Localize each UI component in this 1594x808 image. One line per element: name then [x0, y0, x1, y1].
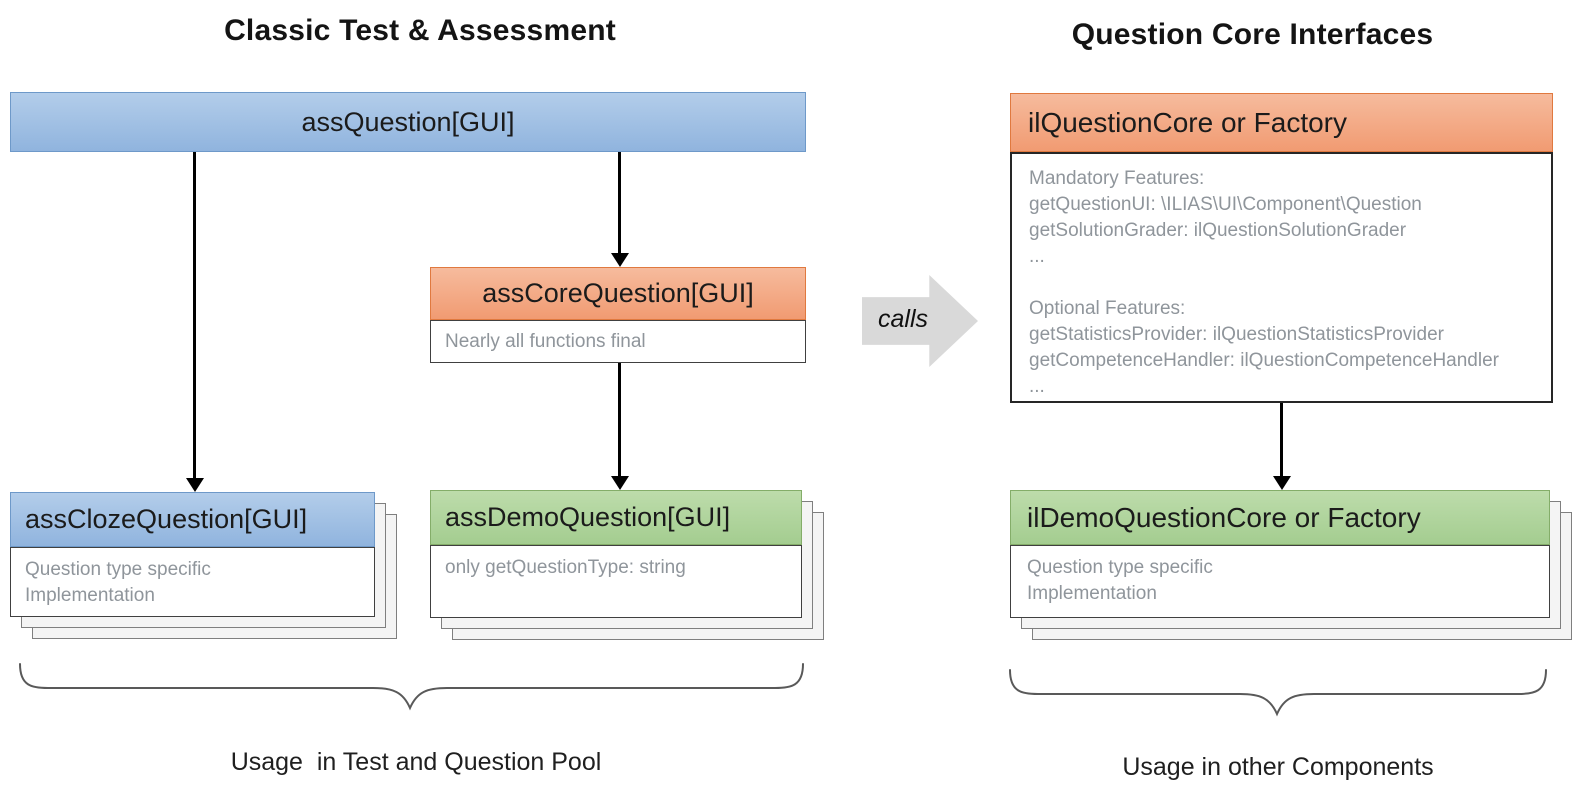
calls-label: calls: [877, 305, 928, 333]
ass-cloze-question-note-box: Question type specific Implementation: [10, 547, 375, 617]
left-usage-brace: [19, 663, 804, 711]
ass-core-question-header: assCoreQuestion[GUI]: [430, 267, 806, 320]
ass-cloze-note-line-1: Question type specific: [25, 559, 211, 580]
ass-demo-question-header: assDemoQuestion[GUI]: [430, 490, 802, 545]
ass-question-label: assQuestion[GUI]: [301, 106, 515, 137]
il-demo-question-core-note-box: Question type specific Implementation: [1010, 545, 1550, 618]
right-section-title: Question Core Interfaces: [1071, 18, 1434, 51]
optional-feature-2: getCompetenceHandler: ilQuestionCompeten…: [1029, 350, 1499, 371]
arrow-line-to-cloze: [193, 152, 196, 478]
il-demo-question-core-header: ilDemoQuestionCore or Factory: [1010, 490, 1550, 545]
features-gap: [1029, 270, 1534, 296]
optional-ellipsis: ...: [1029, 376, 1045, 397]
arrow-head-to-core: [611, 253, 629, 267]
left-usage-label: Usage in Test and Question Pool: [230, 748, 602, 776]
mandatory-features-title: Mandatory Features:: [1029, 168, 1205, 189]
ass-cloze-note-line-2: Implementation: [25, 585, 155, 606]
ass-demo-question-label: assDemoQuestion[GUI]: [445, 502, 731, 532]
right-usage-label: Usage in other Components: [1122, 753, 1434, 781]
il-question-core-label: ilQuestionCore or Factory: [1028, 106, 1348, 138]
arrow-line-to-core: [618, 152, 621, 253]
arrow-line-core-to-demo-right: [1280, 403, 1283, 476]
ass-core-question-note: Nearly all functions final: [445, 330, 646, 352]
ass-core-question-label: assCoreQuestion[GUI]: [482, 278, 754, 308]
il-demo-note-line-1: Question type specific: [1027, 557, 1213, 578]
left-section-title: Classic Test & Assessment: [224, 14, 616, 47]
il-question-core-header: ilQuestionCore or Factory: [1010, 93, 1553, 152]
optional-features-title: Optional Features:: [1029, 298, 1186, 319]
mandatory-ellipsis: ...: [1029, 246, 1045, 267]
ass-demo-question-note-box: only getQuestionType: string: [430, 545, 802, 618]
right-usage-brace: [1009, 669, 1547, 717]
il-demo-question-core-label: ilDemoQuestionCore or Factory: [1027, 501, 1421, 533]
arrow-head-core-to-demo: [611, 476, 629, 490]
ass-question-box: assQuestion[GUI]: [10, 92, 806, 152]
mandatory-feature-1: getQuestionUI: \ILIAS\UI\Component\Quest…: [1029, 194, 1422, 215]
arrow-head-to-cloze: [186, 478, 204, 492]
il-demo-note-line-2: Implementation: [1027, 583, 1157, 604]
optional-feature-1: getStatisticsProvider: ilQuestionStatist…: [1029, 324, 1444, 345]
ass-cloze-question-header: assClozeQuestion[GUI]: [10, 492, 375, 547]
mandatory-feature-2: getSolutionGrader: ilQuestionSolutionGra…: [1029, 220, 1407, 241]
arrow-head-core-to-demo-right: [1273, 476, 1291, 490]
ass-cloze-question-label: assClozeQuestion[GUI]: [25, 504, 308, 534]
arrow-line-core-to-demo: [618, 363, 621, 476]
il-question-core-features-box: Mandatory Features: getQuestionUI: \ILIA…: [1010, 152, 1553, 403]
ass-demo-note: only getQuestionType: string: [445, 557, 686, 578]
ass-core-question-note-box: Nearly all functions final: [430, 320, 806, 363]
